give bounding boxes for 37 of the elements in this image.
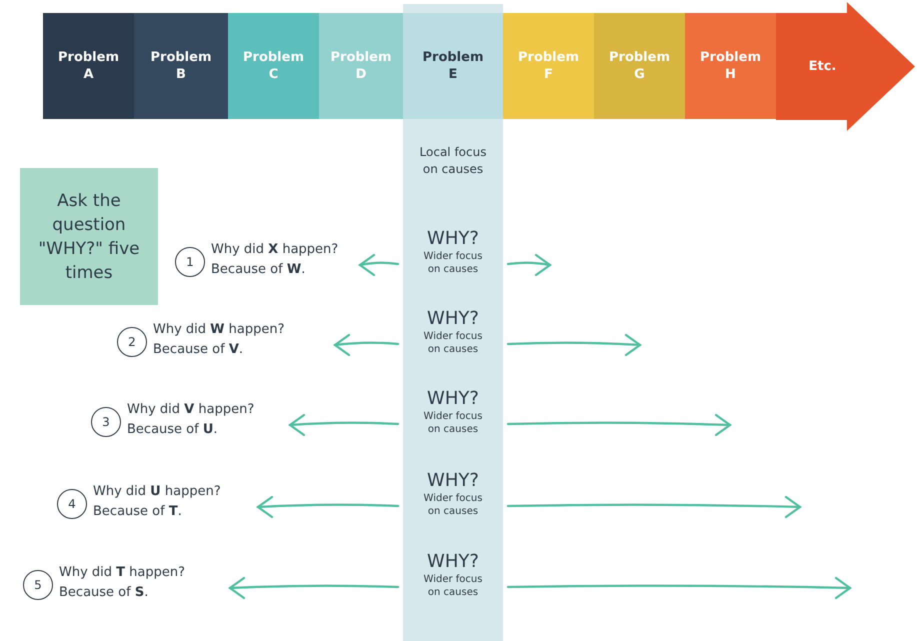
answer-text: Because of U. <box>127 421 218 439</box>
answer-text: Because of V. <box>153 341 244 359</box>
answer-text: Because of S. <box>59 584 148 602</box>
question-text: Why did X happen? <box>211 241 338 259</box>
why-heading: WHY? <box>427 470 479 492</box>
number-circle: 1 <box>175 247 205 277</box>
column-heading: Local focus on causes <box>418 144 488 178</box>
answer-text: Because of W. <box>211 261 306 279</box>
arrow-head-segment: Etc. <box>776 2 915 131</box>
question-text: Why did V happen? <box>127 401 254 419</box>
focus-note: Wider focus on causes <box>422 492 484 518</box>
arrow-segment: Problem H <box>685 13 776 119</box>
focus-note: Wider focus on causes <box>422 573 484 599</box>
answer-text: Because of T. <box>93 503 182 521</box>
question-text: Why did U happen? <box>93 483 221 501</box>
question-text: Why did T happen? <box>59 564 186 582</box>
focus-note: Wider focus on causes <box>422 410 484 436</box>
focus-note: Wider focus on causes <box>422 330 484 356</box>
note-card: Ask the question "WHY?" five times <box>20 168 158 305</box>
arrow-segment: Problem G <box>594 13 685 119</box>
focus-note: Wider focus on causes <box>422 250 484 276</box>
why-heading: WHY? <box>427 308 479 330</box>
focus-column <box>403 4 503 641</box>
arrow-segment: Problem B <box>134 13 228 119</box>
arrow-segment: Problem F <box>503 13 594 119</box>
arrow-segment: Problem E <box>403 13 503 119</box>
question-text: Why did W happen? <box>153 321 284 339</box>
arrow-segment: Problem C <box>228 13 319 119</box>
number-circle: 4 <box>57 489 87 519</box>
why-heading: WHY? <box>427 551 479 573</box>
why-heading: WHY? <box>427 388 479 410</box>
number-circle: 2 <box>117 327 147 357</box>
why-heading: WHY? <box>427 228 479 250</box>
number-circle: 3 <box>91 407 121 437</box>
arrow-segment: Problem A <box>43 13 134 119</box>
number-circle: 5 <box>23 570 53 600</box>
arrow-segment: Problem D <box>319 13 403 119</box>
